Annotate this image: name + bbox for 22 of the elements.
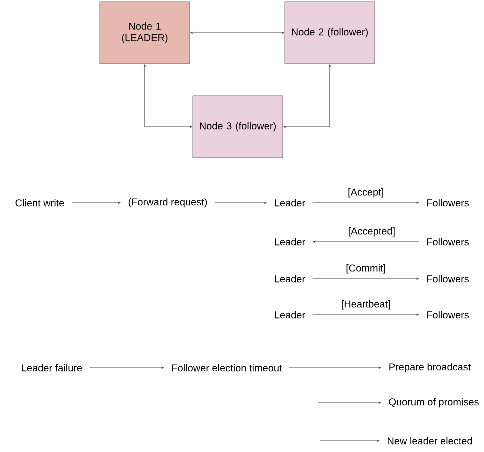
step-text: Leader — [275, 275, 306, 283]
edge-label: [Accept] — [348, 188, 384, 198]
step-text: Client write — [16, 199, 64, 207]
step-text: New leader elected — [388, 437, 472, 445]
step-text: Quorum of promises — [389, 398, 479, 408]
step-text: Prepare broadcast — [390, 363, 472, 373]
step-text: Followers — [427, 275, 470, 283]
node-box: Node 1 (LEADER) — [100, 2, 190, 64]
step-text: Leader — [275, 311, 306, 319]
step-text: (Forward request) — [128, 198, 208, 208]
step-text: Leader — [275, 238, 306, 246]
edge-label: [Commit] — [346, 264, 386, 274]
edge-label: [Heartbeat] — [342, 300, 390, 310]
step-text: Followers — [427, 311, 470, 319]
step-text: Followers — [427, 238, 470, 246]
node-box: Node 2 (follower) — [284, 2, 376, 64]
step-text: Leader failure — [22, 364, 82, 372]
edge-label: [Accepted] — [349, 227, 395, 237]
step-text: Followers — [427, 199, 470, 207]
step-text: Follower election timeout — [172, 364, 282, 372]
step-text: Leader — [275, 199, 306, 207]
node-box: Node 3 (follower) — [192, 96, 284, 158]
